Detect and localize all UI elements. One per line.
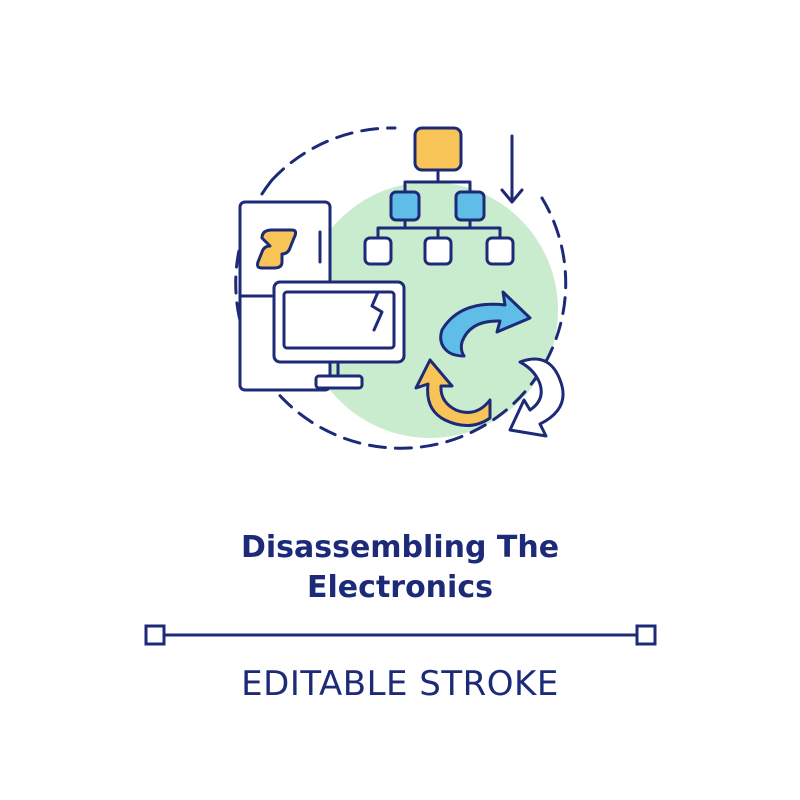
recycle-arrows-icon (414, 290, 565, 438)
tree-leaf-2 (423, 236, 453, 266)
tree-leaf-1 (363, 236, 393, 266)
magnet-icon (256, 228, 298, 270)
broken-monitor-icon (272, 280, 406, 390)
tree-leaf-3 (485, 236, 515, 266)
page-title: Disassembling The Electronics (0, 528, 800, 608)
down-arrow-icon (500, 134, 524, 204)
dashed-circle-top-icon (270, 126, 397, 182)
orange-recycle-arrow (414, 358, 492, 427)
editable-stroke-caption: EDITABLE STROKE (241, 664, 559, 704)
white-recycle-arrow (508, 357, 565, 438)
tree-node-right (454, 190, 486, 222)
blue-recycle-arrow (439, 290, 532, 358)
divider-left-handle (144, 624, 166, 646)
dashed-circle-icon (234, 178, 568, 450)
editable-stroke-divider (144, 624, 657, 646)
title-line-2: Electronics (307, 570, 493, 605)
hierarchy-tree-icon (363, 126, 515, 266)
tree-node-left (389, 190, 421, 222)
divider-right-handle (635, 624, 657, 646)
tree-root-node (413, 126, 463, 172)
title-line-1: Disassembling The (240, 530, 560, 565)
